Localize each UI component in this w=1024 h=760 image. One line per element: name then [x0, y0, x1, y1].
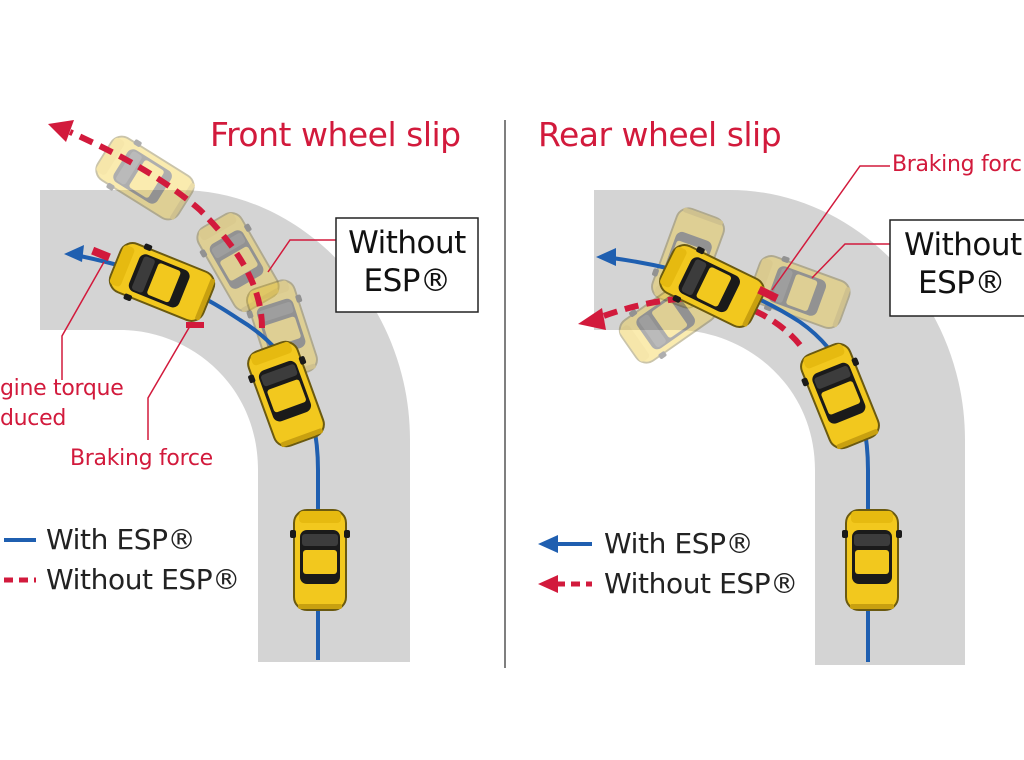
- braking-marker-left: [91, 246, 111, 262]
- with-esp-arrow-right: [596, 248, 616, 266]
- right-callout-line2: ESP®: [918, 265, 1005, 301]
- with-esp-arrow-left: [64, 245, 84, 262]
- left-callout-line2: ESP®: [363, 263, 451, 299]
- legend-without-arrow-right: [538, 575, 558, 593]
- label-engine-torque-line1: gine torque: [0, 376, 124, 401]
- legend-without-esp-left: Without ESP®: [46, 563, 240, 596]
- car-left-4: [289, 509, 351, 611]
- label-engine-torque-line2: duced: [0, 406, 67, 431]
- legend-with-arrow-right: [538, 535, 558, 553]
- legend-without-esp-right: Without ESP®: [604, 567, 798, 600]
- callout-line-without-left: [267, 239, 336, 273]
- without-esp-arrow-left: [48, 120, 74, 142]
- callout-line-braking-right: [771, 165, 890, 291]
- braking-marker-right: [757, 286, 779, 302]
- callout-line-without-right: [811, 243, 890, 279]
- braking-marker-left-2: [186, 322, 204, 328]
- callout-line-engine: [61, 261, 105, 380]
- callout-box-right: [889, 219, 1024, 317]
- left-panel-title: Front wheel slip: [210, 115, 461, 154]
- label-braking-force-right: Braking forc: [892, 152, 1022, 177]
- callout-line-braking-left: [147, 325, 191, 440]
- legend-with-esp-right: With ESP®: [604, 527, 754, 560]
- car-right-4: [841, 509, 903, 611]
- left-callout-line1: Without: [348, 225, 466, 261]
- callout-box-left: [335, 217, 479, 313]
- right-panel-title: Rear wheel slip: [538, 115, 782, 154]
- without-esp-arrow-right: [578, 308, 606, 330]
- label-braking-force-left: Braking force: [70, 446, 213, 471]
- without-esp-path-left: [68, 129, 265, 329]
- right-callout-line1: Without: [904, 227, 1022, 263]
- legend-with-esp-left: With ESP®: [46, 523, 196, 556]
